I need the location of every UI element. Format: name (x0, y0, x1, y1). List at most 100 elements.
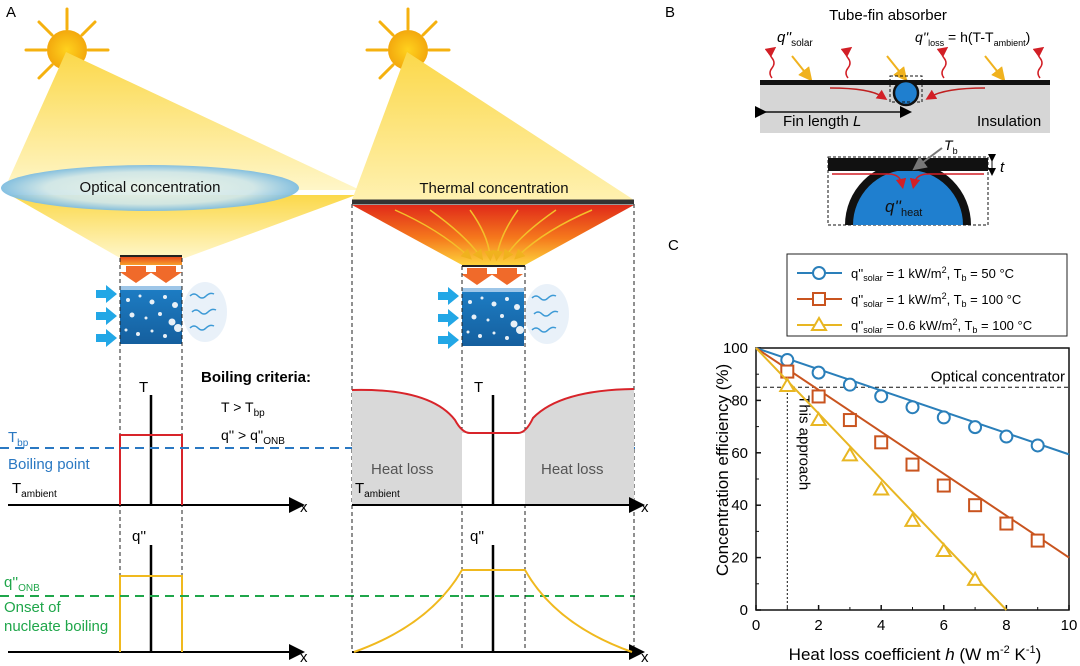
insulation-label: Insulation (977, 113, 1041, 130)
flux-plot-right: q'' x (352, 528, 649, 666)
axis-T-left: T (139, 379, 148, 396)
temp-curve-left (119, 434, 183, 505)
tb-label: Tb (944, 137, 958, 156)
legend-item: q''solar = 1 kW/m2, Tb = 50 °C (797, 265, 1014, 283)
y-tick-label: 40 (731, 497, 748, 514)
inflow-arrows-left (96, 285, 117, 347)
y-tick-label: 20 (731, 550, 748, 567)
optical-concentrator-label: Optical concentrator (931, 368, 1065, 385)
panel-a: A Optical concentration (0, 4, 649, 666)
data-point (1030, 533, 1045, 548)
axis-q-right: q'' (470, 528, 484, 545)
x-tick-label: 2 (814, 617, 822, 634)
onb-label: q''ONB Onset of nucleate boiling (4, 574, 108, 635)
legend-marker (812, 266, 826, 280)
data-point (905, 457, 920, 472)
data-point (936, 478, 951, 493)
legend-label: q''solar = 1 kW/m2, Tb = 100 °C (851, 291, 1021, 309)
svg-text:q'' > q''ONB: q'' > q''ONB (221, 427, 285, 447)
data-point (935, 542, 953, 558)
data-point (874, 389, 889, 404)
panel-a-label: A (6, 4, 16, 21)
temp-curve-right (351, 388, 635, 434)
series-line (755, 347, 1070, 559)
axis-x-right-1: x (641, 499, 649, 516)
x-tick-label: 0 (752, 617, 760, 634)
svg-text:nucleate boiling: nucleate boiling (4, 618, 108, 635)
x-tick-label: 8 (1002, 617, 1010, 634)
data-point (778, 377, 797, 392)
legend-label: q''solar = 0.6 kW/m2, Tb = 100 °C (851, 317, 1032, 335)
legend: q''solar = 1 kW/m2, Tb = 50 °C q''solar =… (786, 253, 1068, 337)
thickness-label: t (1000, 159, 1005, 176)
sunlight-beam-left (4, 52, 360, 190)
boiling-criteria: Boiling criteria: T > Tbp q'' > q''ONB (201, 369, 311, 447)
data-point (905, 400, 920, 415)
series-2 (755, 347, 1070, 559)
heat-spreading-fin (352, 205, 634, 265)
x-axis-label: Heat loss coefficient h (W m-2 K-1) (789, 644, 1042, 664)
data-point (811, 389, 826, 404)
this-approach-label: This approach (795, 395, 812, 490)
x-tick-label: 6 (940, 617, 948, 634)
legend-item: q''solar = 1 kW/m2, Tb = 100 °C (797, 291, 1021, 309)
thermal-concentration-label: Thermal concentration (419, 180, 568, 197)
tambient-label-left: Tambient (12, 480, 57, 500)
heat-flow-arrows (394, 209, 593, 262)
panel-c: C q''solar = 1 kW/m2, Tb = 50 °Cq''solar… (668, 237, 1077, 664)
data-point (842, 377, 857, 392)
heat-loss-arrows (764, 46, 1045, 79)
fin-heat-arrows (829, 87, 986, 100)
svg-text:Boiling criteria:: Boiling criteria: (201, 369, 311, 386)
panel-b-label: B (665, 4, 675, 21)
flux-plot-left: q'' x (8, 528, 308, 666)
series-line (755, 347, 1008, 611)
q-loss-equation: q''loss = h(T-Tambient) (915, 29, 1030, 48)
data-point (968, 498, 983, 513)
data-point (874, 435, 889, 450)
axis-x-right-2: x (641, 649, 649, 666)
boiling-point-label: Boiling point (8, 456, 91, 473)
y-axis-label: Concentration efficiency (%) (713, 364, 732, 576)
inflow-arrows-right (438, 287, 459, 349)
heat-arrows-right (461, 268, 523, 285)
zoom-box (889, 75, 923, 103)
flux-curve-left (119, 575, 183, 652)
temperature-plot-right: T x Heat loss Heat loss Tambient (351, 379, 649, 516)
water-vessel-right (462, 288, 524, 346)
lens (1, 165, 299, 211)
tube (892, 79, 920, 107)
legend-label: q''solar = 1 kW/m2, Tb = 50 °C (851, 265, 1014, 283)
temperature-plot-left: T x (8, 379, 308, 516)
x-tick-label: 4 (877, 617, 885, 634)
svg-text:q''ONB: q''ONB (4, 574, 40, 594)
y-tick-label: 80 (731, 392, 748, 409)
data-point (811, 365, 826, 380)
heat-loss-label-right: Heat loss (541, 461, 604, 478)
flux-curve-right (353, 569, 633, 653)
data-point (999, 429, 1014, 444)
svg-text:Tbp: Tbp (8, 429, 29, 449)
data-point (999, 516, 1014, 531)
data-point (966, 570, 984, 586)
tube-fin-title: Tube-fin absorber (829, 7, 947, 24)
vapor-icon-right (525, 284, 569, 344)
y-tick-label: 60 (731, 445, 748, 462)
water-vessel-left (120, 286, 182, 344)
data-point (968, 420, 983, 435)
axis-q-left: q'' (132, 528, 146, 545)
q-heat-label: q''heat (885, 197, 922, 219)
data-point (841, 446, 859, 462)
series-3 (755, 347, 1008, 611)
panel-b: B Tube-fin absorber q''solar q''loss = h… (665, 4, 1050, 226)
fin-length-label: Fin length L (783, 113, 861, 130)
data-point (936, 410, 951, 425)
svg-text:T > Tbp: T > Tbp (221, 399, 265, 419)
heat-loss-label-left: Heat loss (371, 461, 434, 478)
optical-concentration-label: Optical concentration (80, 179, 221, 196)
data-point (809, 411, 828, 427)
y-tick-label: 0 (740, 602, 748, 619)
svg-text:Onset of: Onset of (4, 599, 62, 616)
q-solar-label: q''solar (777, 29, 813, 49)
